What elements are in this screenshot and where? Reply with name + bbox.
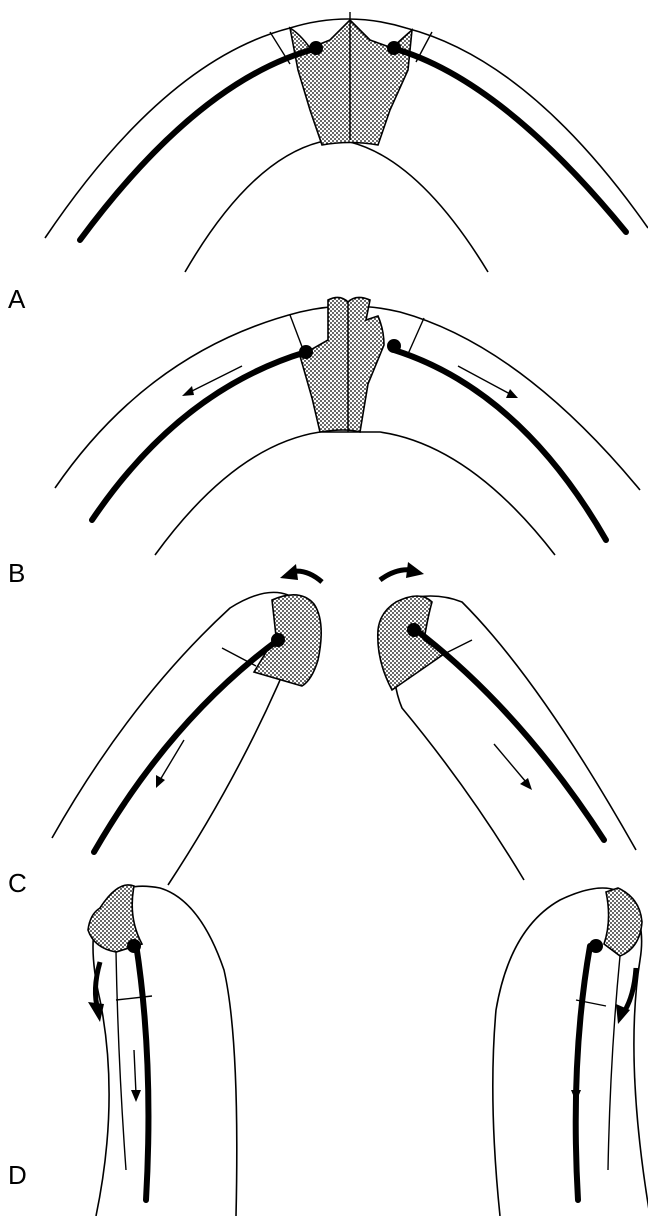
panel-c-left-fiber [94, 640, 278, 852]
panel-b-stippled-region [300, 297, 384, 432]
panel-d-right-rotate-arrow [616, 968, 636, 1024]
panel-d-left-fiber [136, 944, 148, 1200]
panel-label-a: A [8, 284, 26, 314]
panel-a-inner-arch [185, 142, 488, 272]
panel-d-left-inner-edge [116, 952, 126, 1170]
panel-b [55, 297, 640, 555]
panel-d-left-dot [127, 939, 141, 953]
panel-a [45, 12, 648, 272]
panel-label-c: C [8, 868, 27, 898]
panel-d-right-stippled-tip [604, 888, 642, 956]
panel-d-right-dot [589, 939, 603, 953]
panel-a-fiber-right [392, 48, 626, 232]
panel-label-d: D [8, 1160, 27, 1190]
panel-b-dot-right [387, 339, 401, 353]
panel-c-rotate-arrow-left [280, 564, 322, 582]
panel-b-fiber-left [92, 352, 306, 520]
panel-b-dot-left [299, 345, 313, 359]
panel-c-arrow-left [156, 740, 184, 788]
panel-c-right-fiber [416, 630, 604, 840]
panel-c-arrow-right [494, 744, 532, 790]
panel-c [52, 562, 636, 885]
panel-c-left-stippled-tip [254, 595, 321, 686]
panel-c-left-dot [271, 633, 285, 647]
panel-a-dot-right [387, 41, 401, 55]
panel-a-dot-left [309, 41, 323, 55]
panel-label-b: B [8, 558, 25, 588]
panel-d-left-arrow [131, 1050, 141, 1102]
panel-c-right-dot [407, 623, 421, 637]
panel-b-inner-arch [155, 432, 555, 555]
panel-d [88, 885, 648, 1216]
panel-d-left-boundary-lower [116, 996, 152, 1000]
panel-d-right-fiber [576, 946, 590, 1200]
panel-c-rotate-arrow-right [380, 562, 424, 580]
panel-a-fiber-left [80, 48, 318, 240]
panel-d-left-rotate-arrow [88, 962, 104, 1022]
panel-b-boundary-right [408, 318, 424, 354]
panel-c-left-limb-outer [52, 592, 288, 838]
panel-d-right-inner-edge [608, 956, 620, 1170]
panel-a-stippled-region [290, 20, 412, 145]
